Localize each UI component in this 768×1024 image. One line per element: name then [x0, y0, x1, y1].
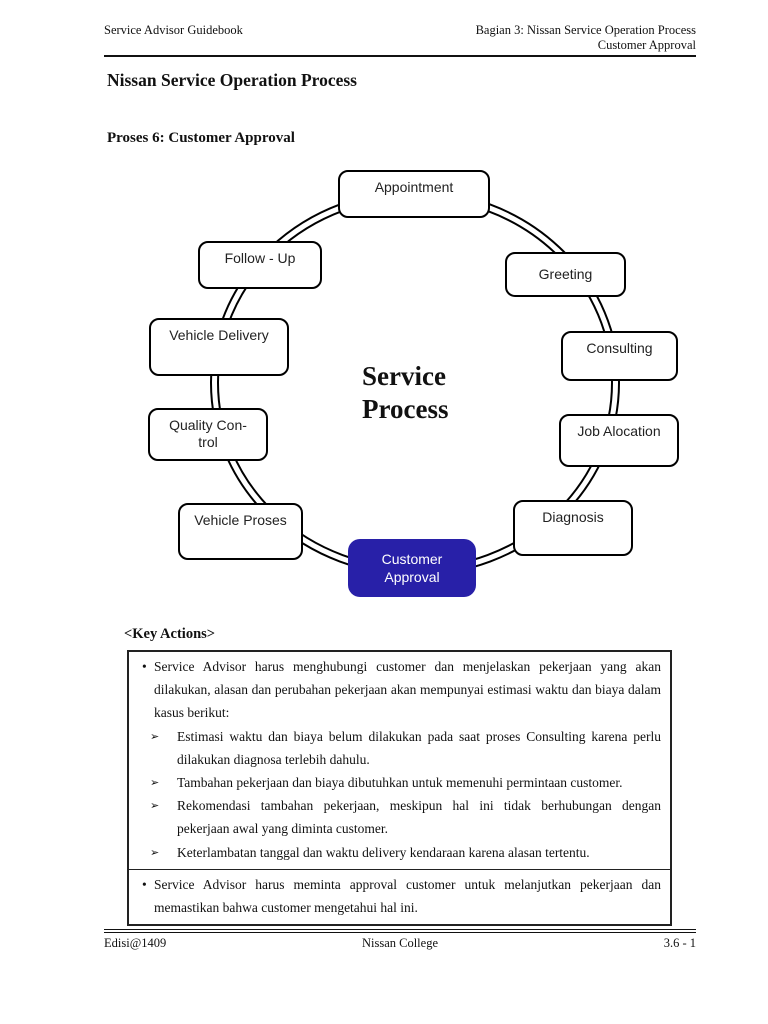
header-left-text: Service Advisor Guidebook: [104, 23, 243, 37]
list-subitem: ➢ Keterlambatan tanggal dan waktu delive…: [129, 841, 661, 864]
bullet-icon: •: [142, 659, 147, 674]
diagram-node-consulting: Consulting: [561, 331, 678, 381]
diagram-node-quality-control: Quality Con- trol: [148, 408, 268, 461]
key-actions-table: • Service Advisor harus menghubungi cust…: [127, 650, 672, 927]
node-label: Follow - Up: [224, 250, 296, 266]
node-label: Vehicle Proses: [194, 512, 287, 528]
arrow-bullet-icon: ➢: [150, 799, 160, 813]
list-subitem-text: Rekomendasi tambahan pekerjaan, meskipun…: [177, 798, 661, 837]
list-subitem: ➢ Rekomendasi tambahan pekerjaan, meskip…: [129, 794, 661, 840]
node-label: Job Alocation: [577, 423, 661, 439]
bullet-icon: •: [142, 876, 147, 892]
node-label: Vehicle Delivery: [169, 327, 269, 343]
footer-page-number: 3.6 - 1: [663, 936, 696, 950]
service-process-diagram: Appointment Greeting Consulting Job Aloc…: [0, 160, 768, 628]
diagram-node-greeting: Greeting: [505, 252, 626, 297]
list-item-text: Service Advisor harus menghubungi custom…: [154, 659, 661, 721]
page-title: Nissan Service Operation Process: [107, 70, 357, 90]
arrow-bullet-icon: ➢: [150, 776, 160, 790]
section-subtitle: Proses 6: Customer Approval: [107, 130, 295, 146]
node-label: Quality Con- trol: [169, 417, 247, 450]
page-header: Service Advisor Guidebook Bagian 3: Niss…: [104, 23, 696, 57]
node-label: Appointment: [374, 179, 454, 195]
arrow-bullet-icon: ➢: [150, 729, 160, 743]
footer-center-text: Nissan College: [361, 936, 439, 950]
header-right-text: Bagian 3: Nissan Service Operation Proce…: [475, 23, 696, 52]
diagram-node-customer-approval: Customer Approval: [348, 539, 476, 597]
diagram-node-follow-up: Follow - Up: [198, 241, 322, 289]
diagram-node-diagnosis: Diagnosis: [513, 500, 633, 556]
node-label: Customer Approval: [381, 551, 443, 585]
diagram-node-vehicle-delivery: Vehicle Delivery: [149, 318, 289, 376]
key-actions-heading: <Key Actions>: [124, 626, 216, 642]
key-actions-row: • Service Advisor harus meminta approval…: [129, 868, 670, 924]
list-subitem: ➢ Tambahan pekerjaan dan biaya dibutuhka…: [129, 771, 661, 794]
footer-edition: Edisi@1409: [104, 936, 167, 950]
list-subitem-text: Tambahan pekerjaan dan biaya dibutuhkan …: [177, 775, 623, 791]
node-label: Diagnosis: [542, 509, 604, 525]
page-footer: Edisi@1409 Nissan College 3.6 - 1: [104, 929, 696, 951]
key-actions-row: • Service Advisor harus menghubungi cust…: [129, 652, 670, 869]
arrow-bullet-icon: ➢: [150, 845, 160, 859]
diagram-node-appointment: Appointment: [338, 170, 490, 218]
diagram-node-job-alocation: Job Alocation: [559, 414, 679, 467]
footer-divider: [104, 929, 696, 933]
list-subitem-text: Keterlambatan tanggal dan waktu delivery…: [177, 844, 590, 860]
list-item: • Service Advisor harus meminta approval…: [129, 873, 661, 919]
node-label: Greeting: [538, 266, 593, 282]
list-item: • Service Advisor harus menghubungi cust…: [129, 655, 661, 725]
list-subitem: ➢ Estimasi waktu dan biaya belum dilakuk…: [129, 725, 661, 771]
list-subitem-text: Estimasi waktu dan biaya belum dilakukan…: [177, 728, 661, 767]
node-label: Consulting: [586, 340, 653, 356]
diagram-center-label: Service Process: [362, 361, 449, 424]
list-item-text: Service Advisor harus meminta approval c…: [154, 876, 661, 916]
diagram-node-vehicle-proses: Vehicle Proses: [178, 503, 303, 560]
